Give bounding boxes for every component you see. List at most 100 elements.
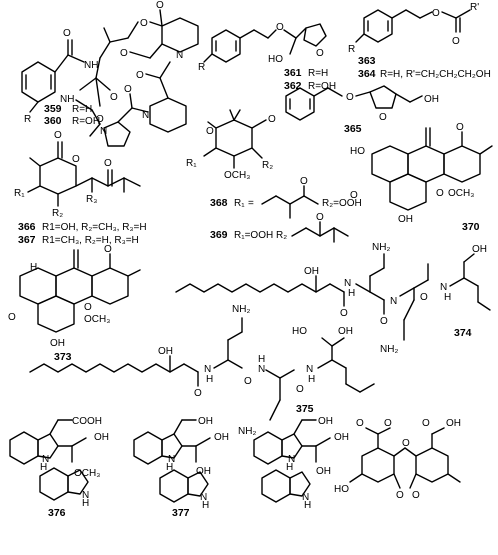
structure-359-360: R O NH O O N O O NH O N	[21, 0, 199, 147]
svg-text:O: O	[396, 490, 404, 501]
structure-361-362: R O HO O 361 R=H 362 R=OH	[198, 22, 336, 92]
r-label: R	[24, 114, 31, 125]
svg-text:O: O	[384, 418, 392, 429]
svg-text:N: N	[258, 364, 265, 375]
structure-374: H N COOH OH OCH₃ H N 376	[9, 416, 109, 519]
svg-text:O: O	[206, 126, 214, 137]
svg-text:H: H	[166, 462, 173, 473]
svg-text:O: O	[72, 154, 80, 165]
svg-text:R₁=OOH: R₁=OOH	[234, 230, 273, 241]
svg-text:O: O	[316, 48, 324, 59]
structure-368-369: O O R₂ R₁ OCH₃ 368 R₁ = O R₂=OOH 369 R₁=…	[186, 109, 362, 243]
svg-text:OCH₃: OCH₃	[74, 468, 100, 479]
svg-text:N: N	[200, 492, 207, 503]
svg-text:O: O	[244, 376, 252, 387]
svg-text:H: H	[40, 462, 47, 473]
label-366: 366	[18, 221, 36, 233]
svg-text:R₃: R₃	[86, 194, 97, 205]
svg-text:NH₂: NH₂	[380, 344, 398, 355]
svg-text:R1=OH, R₂=CH₃, R₃=H: R1=OH, R₂=CH₃, R₃=H	[42, 222, 147, 233]
label-361: 361	[284, 67, 302, 79]
svg-text:H: H	[444, 292, 451, 303]
svg-text:O: O	[356, 418, 364, 429]
label-363: 365	[344, 123, 362, 135]
label-375: 377	[172, 507, 190, 519]
svg-text:NH₂: NH₂	[232, 304, 250, 315]
svg-text:H: H	[258, 354, 265, 365]
svg-text:R: R	[198, 62, 205, 73]
svg-text:OCH₃: OCH₃	[448, 188, 474, 199]
svg-text:OH: OH	[446, 418, 461, 429]
svg-text:R₁: R₁	[234, 198, 245, 209]
svg-text:R1=CH₃, R₂=H, R₃=H: R1=CH₃, R₂=H, R₃=H	[42, 235, 139, 246]
svg-text:O: O	[412, 490, 420, 501]
svg-text:H: H	[286, 462, 293, 473]
svg-text:O: O	[316, 212, 324, 223]
svg-text:OH: OH	[94, 432, 109, 443]
svg-text:OH: OH	[214, 432, 229, 443]
structure-363: O O OH 365	[285, 85, 439, 135]
svg-text:R₂: R₂	[262, 160, 273, 171]
svg-text:O: O	[8, 312, 16, 323]
svg-text:O: O	[276, 22, 284, 33]
svg-text:H: H	[206, 374, 213, 385]
label-372: 374	[454, 327, 472, 339]
svg-text:O: O	[96, 114, 104, 125]
svg-text:NH: NH	[60, 94, 74, 105]
svg-text:R₂: R₂	[52, 208, 63, 219]
svg-text:H: H	[30, 262, 37, 273]
svg-text:O: O	[104, 158, 112, 169]
svg-text:OH: OH	[424, 94, 439, 105]
svg-text:O: O	[110, 92, 118, 103]
structure-376: H N OH OH OH H N	[253, 416, 349, 511]
svg-text:O: O	[120, 48, 128, 59]
svg-text:N: N	[204, 364, 211, 375]
svg-text:H: H	[308, 374, 315, 385]
svg-text:N: N	[42, 454, 49, 465]
svg-text:R₂=OOH: R₂=OOH	[322, 198, 362, 209]
label-364: 363	[358, 55, 376, 67]
structure-364-365: R O O R' 363 364 R=H, R'=CH₂CH₂CH₂OH	[348, 2, 491, 80]
svg-text:OH: OH	[472, 244, 487, 255]
svg-text:OH: OH	[318, 416, 333, 427]
svg-text:NH₂: NH₂	[238, 426, 256, 437]
svg-text:OH: OH	[338, 326, 353, 337]
svg-text:O: O	[296, 384, 304, 395]
svg-text:O: O	[456, 122, 464, 133]
svg-text:R₁: R₁	[14, 188, 25, 199]
svg-text:R=H: R=H	[308, 68, 328, 79]
svg-text:N: N	[82, 490, 89, 501]
svg-text:R: R	[348, 44, 355, 55]
svg-text:OH: OH	[158, 346, 173, 357]
svg-text:R=H: R=H	[72, 104, 92, 115]
structure-377: O O O OH O HO O O	[334, 418, 461, 501]
svg-text:OH: OH	[50, 338, 65, 349]
svg-text:O: O	[136, 70, 144, 81]
svg-text:R': R'	[470, 2, 479, 13]
svg-text:O: O	[268, 114, 276, 125]
svg-text:COOH: COOH	[72, 416, 102, 427]
svg-text:H: H	[304, 500, 311, 511]
label-373: 375	[296, 403, 314, 415]
svg-text:O: O	[84, 302, 92, 313]
svg-text:O: O	[124, 84, 132, 95]
svg-text:N: N	[390, 296, 397, 307]
structure-366-367: O O R₁ R₂ R₃ O 366 R1=OH, R₂=CH₃, R₃=H 3…	[14, 130, 147, 246]
svg-text:O: O	[422, 418, 430, 429]
svg-text:OH: OH	[304, 266, 319, 277]
svg-text:O: O	[452, 36, 460, 47]
svg-text:=: =	[248, 198, 254, 209]
structure-370: HO O O OH OCH₃ O 370	[350, 122, 493, 233]
svg-text:H: H	[348, 288, 355, 299]
svg-text:O: O	[104, 244, 112, 255]
svg-text:N: N	[344, 278, 351, 289]
svg-text:HO: HO	[350, 146, 365, 157]
svg-text:HO: HO	[292, 326, 307, 337]
svg-text:OCH₃: OCH₃	[224, 170, 250, 181]
svg-text:O: O	[140, 18, 148, 29]
label-369: 369	[210, 229, 228, 241]
structure-371: O O OH OCH₃ O H 373	[8, 244, 141, 363]
svg-text:O: O	[340, 308, 348, 319]
svg-text:O: O	[436, 188, 444, 199]
svg-text:HO: HO	[334, 484, 349, 495]
